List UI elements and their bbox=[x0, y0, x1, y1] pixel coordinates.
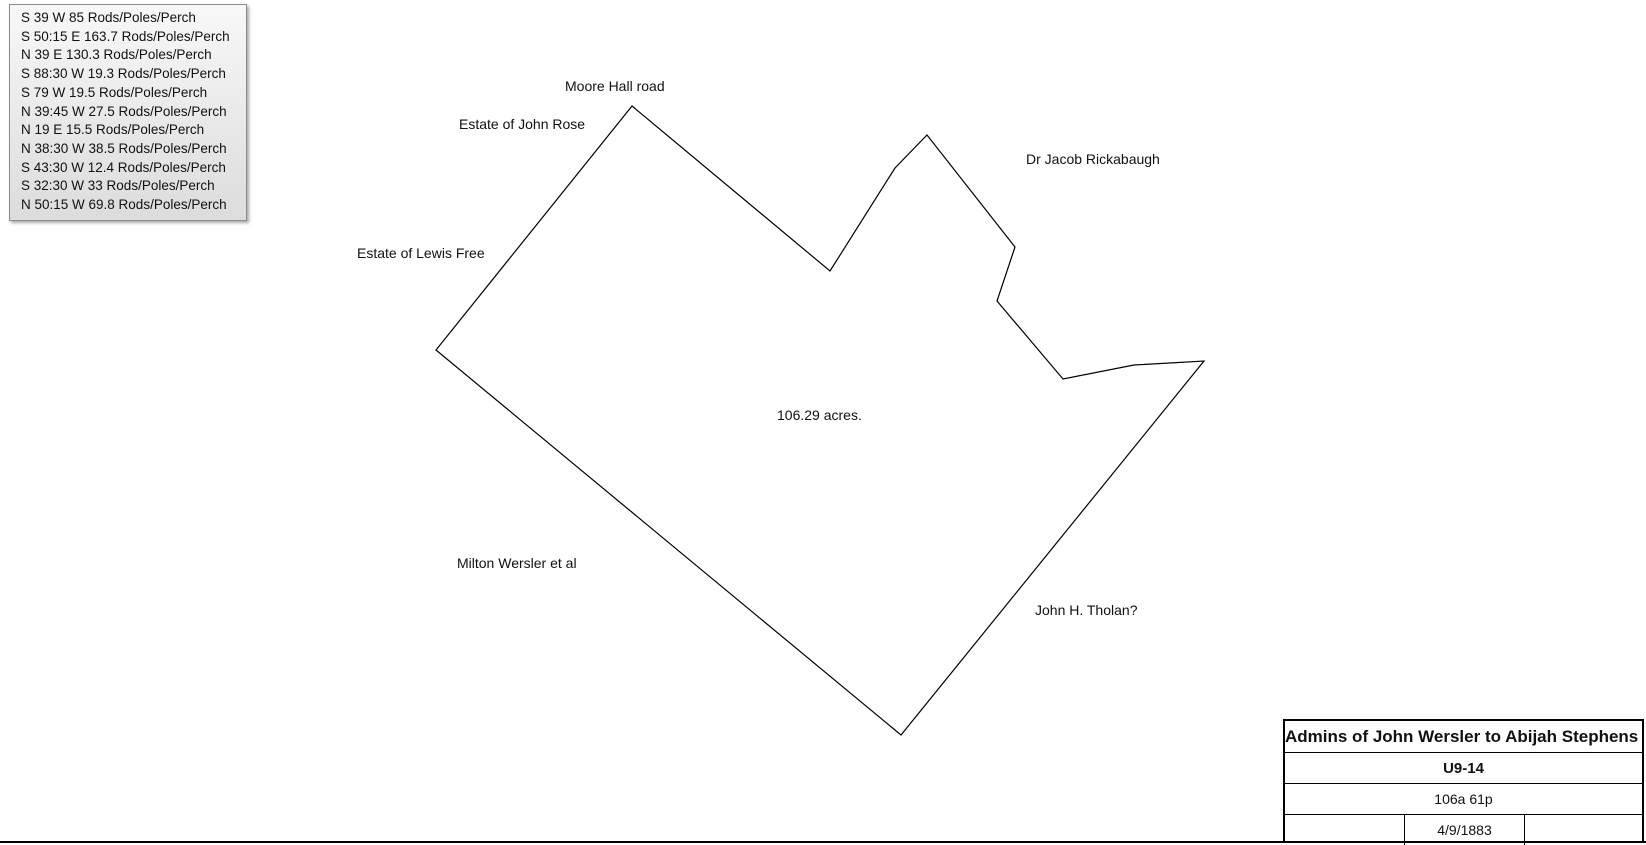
call-row: S 43:30 W 12.4 Rods/Poles/Perch bbox=[21, 159, 226, 175]
calls-list: S 39 W 85 Rods/Poles/Perch S 50:15 E 163… bbox=[9, 4, 247, 221]
label-john-tholan: John H. Tholan? bbox=[1035, 602, 1138, 618]
title-block-code: U9-14 bbox=[1285, 753, 1642, 784]
title-block-title: Admins of John Wersler to Abijah Stephen… bbox=[1285, 721, 1642, 753]
call-row: S 39 W 85 Rods/Poles/Perch bbox=[21, 10, 196, 25]
call-row: N 39 E 130.3 Rods/Poles/Perch bbox=[21, 47, 212, 63]
label-estate-lewis-free: Estate of Lewis Free bbox=[357, 245, 485, 261]
label-moore-hall-road: Moore Hall road bbox=[565, 78, 665, 94]
call-row: S 79 W 19.5 Rods/Poles/Perch bbox=[21, 84, 208, 100]
label-dr-jacob-rickabaugh: Dr Jacob Rickabaugh bbox=[1026, 151, 1160, 167]
call-row: N 38:30 W 38.5 Rods/Poles/Perch bbox=[21, 140, 227, 156]
label-acreage: 106.29 acres. bbox=[777, 407, 862, 423]
call-row: N 50:15 W 69.8 Rods/Poles/Perch bbox=[21, 197, 227, 213]
parcel-boundary bbox=[435, 105, 1206, 736]
title-block-cell-blank bbox=[1285, 815, 1405, 845]
label-milton-wersler: Milton Wersler et al bbox=[457, 555, 577, 571]
title-block-footer-row: 4/9/1883 bbox=[1285, 815, 1642, 845]
call-row: N 19 E 15.5 Rods/Poles/Perch bbox=[21, 122, 205, 138]
call-row: S 88:30 W 19.3 Rods/Poles/Perch bbox=[21, 66, 226, 82]
frame-bottom-border bbox=[0, 841, 1646, 843]
call-row: N 39:45 W 27.5 Rods/Poles/Perch bbox=[21, 103, 227, 119]
call-row: S 50:15 E 163.7 Rods/Poles/Perch bbox=[21, 28, 230, 44]
title-block: Admins of John Wersler to Abijah Stephen… bbox=[1283, 719, 1644, 845]
call-row: S 32:30 W 33 Rods/Poles/Perch bbox=[21, 178, 215, 194]
label-estate-john-rose: Estate of John Rose bbox=[459, 116, 586, 132]
title-block-date: 4/9/1883 bbox=[1405, 815, 1525, 845]
title-block-area: 106a 61p bbox=[1285, 784, 1642, 815]
